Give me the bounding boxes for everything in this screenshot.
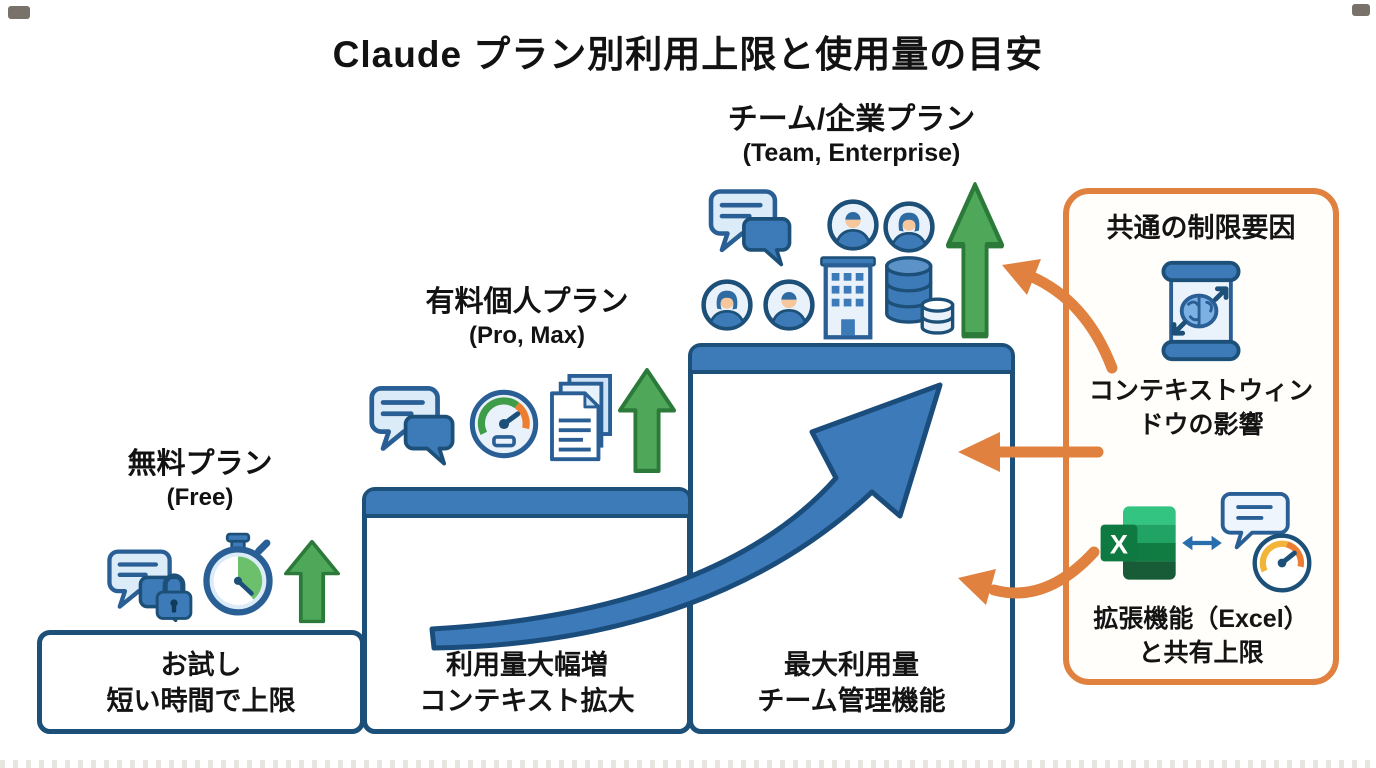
chat-icon [368, 382, 462, 470]
page-title: Claude プラン別利用上限と使用量の目安 [332, 34, 1044, 75]
sidebar-item-context-window: コンテキストウィンドウの影響 [1088, 377, 1314, 439]
step-desc-free: お試し 短い時間で上限 [106, 650, 296, 716]
plan-title-pro: 有料個人プラン (Pro, Max) [425, 286, 629, 349]
step-header-band-pro [366, 491, 688, 518]
step-box-pro: 利用量大幅増 コンテキスト拡大 [362, 487, 692, 734]
scan-artifact-top-right [1352, 4, 1370, 16]
step-desc-pro: 利用量大幅増 コンテキスト拡大 [419, 650, 635, 716]
green-up-arrow-icon [284, 540, 340, 624]
scan-artifact-top-left [8, 6, 30, 19]
avatar-icon [762, 278, 816, 332]
green-up-arrow-icon [946, 182, 1004, 340]
step-header-band-team [692, 347, 1011, 374]
avatar-icon [882, 200, 936, 254]
plan-title-team: チーム/企業プラン (Team, Enterprise) [727, 103, 976, 167]
document-stack-icon [548, 374, 616, 466]
step-box-team: 最大利用量 チーム管理機能 [688, 343, 1015, 734]
lock-icon [152, 568, 196, 622]
speedometer-icon [468, 388, 540, 460]
database-stack-icon [880, 248, 956, 342]
context-window-scroll-icon [1148, 256, 1254, 366]
step-desc-team: 最大利用量 チーム管理機能 [757, 650, 946, 716]
scan-artifact-bottom [0, 760, 1376, 768]
excel-letter: X [1110, 528, 1128, 559]
speedometer-icon [1251, 532, 1313, 594]
sidebar-item-extensions: 拡張機能（Excel） と共有上限 [1093, 605, 1309, 667]
excel-logo-icon: X [1100, 506, 1176, 580]
double-arrow-icon [1181, 530, 1223, 556]
step-box-free: お試し 短い時間で上限 [37, 630, 365, 734]
common-limits-panel: 共通の制限要因 コンテキストウィンドウの影響 X 拡張機能（Excel） と共有… [1063, 188, 1339, 685]
office-building-icon [818, 250, 878, 344]
chat-icon [700, 186, 806, 270]
avatar-icon [700, 278, 754, 332]
plan-title-free: 無料プラン (Free) [127, 448, 273, 511]
sidebar-title: 共通の制限要因 [1106, 213, 1296, 243]
green-up-arrow-icon [618, 368, 676, 474]
avatar-icon [826, 198, 880, 252]
stopwatch-icon [202, 531, 274, 619]
